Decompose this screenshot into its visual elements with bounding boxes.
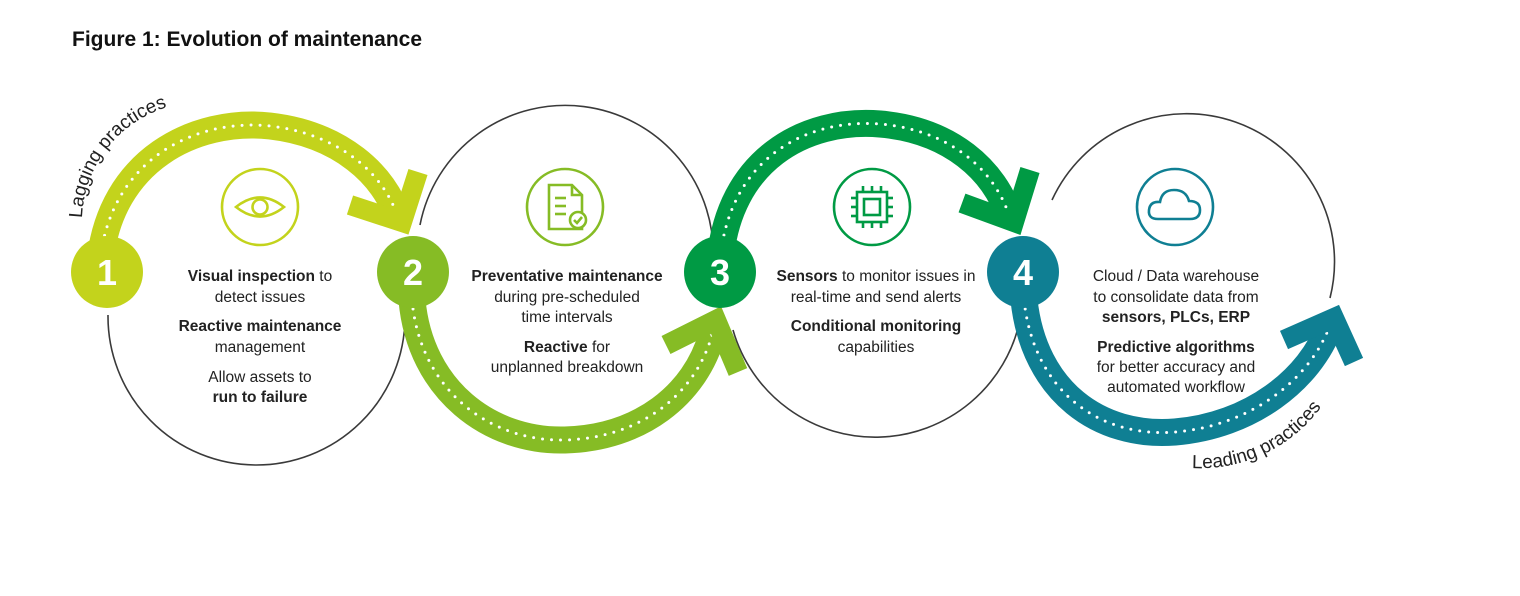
- arrow-stage-4: [1010, 298, 1364, 447]
- stage-4-line-6: automated workflow: [1107, 379, 1246, 396]
- stage-2-line-4-segment-2: for: [588, 339, 610, 356]
- eye-icon: [220, 167, 300, 247]
- stage-number-1: 1: [97, 252, 117, 293]
- stage-1-line-2-segment-1: detect issues: [215, 289, 306, 306]
- stage-2-line-1-segment-1: Preventative maintenance: [471, 268, 663, 285]
- stage-4-line-6-segment-1: automated workflow: [1107, 379, 1246, 396]
- stage-2-line-2: during pre-scheduled: [494, 289, 640, 306]
- stage-1-line-1-segment-1: Visual inspection: [188, 268, 315, 285]
- stage-3-line-2-segment-1: real-time and send alerts: [791, 289, 962, 306]
- stage-4-line-1-segment-1: Cloud / Data warehouse: [1093, 268, 1259, 285]
- stage-number-4: 4: [1013, 252, 1033, 293]
- arrow-stage-3: [706, 109, 1040, 264]
- outline-circle-1: [107, 314, 406, 466]
- stage-2-line-4-segment-1: Reactive: [524, 339, 588, 356]
- stage-1-line-1: Visual inspection to: [188, 268, 332, 285]
- stage-4-line-1: Cloud / Data warehouse: [1093, 268, 1259, 285]
- stage-4-line-3: sensors, PLCs, ERP: [1102, 309, 1250, 326]
- stage-2-line-4: Reactive for: [524, 339, 610, 356]
- stage-1-line-5-segment-1: Allow assets to: [208, 369, 311, 386]
- chip-icon: [832, 167, 912, 247]
- stage-4-line-5-segment-1: for better accuracy and: [1097, 359, 1256, 376]
- stage-1-line-2: detect issues: [215, 289, 306, 306]
- stage-badge-4: 4: [987, 236, 1059, 308]
- stage-1-line-6: run to failure: [213, 389, 308, 406]
- stage-1-line-1-segment-2: to: [315, 268, 332, 285]
- stage-2-line-2-segment-1: during pre-scheduled: [494, 289, 640, 306]
- stage-4-line-2: to consolidate data from: [1093, 289, 1258, 306]
- arrow-stage-2: [398, 298, 748, 454]
- stage-3-line-3: Conditional monitoring: [791, 318, 961, 335]
- stage-badge-3: 3: [684, 236, 756, 308]
- stage-descriptions: Visual inspection to detect issuesReactiv…: [179, 268, 1260, 406]
- stage-1-line-6-segment-1: run to failure: [213, 389, 308, 406]
- stage-number-3: 3: [710, 252, 730, 293]
- stage-3-line-2: real-time and send alerts: [791, 289, 962, 306]
- stage-4-line-4: Predictive algorithms: [1097, 339, 1255, 356]
- stage-badge-1: 1: [71, 236, 143, 308]
- outline-circle-2: [419, 104, 715, 263]
- stage-2-line-3: time intervals: [521, 309, 613, 326]
- cloud-icon: [1135, 167, 1215, 247]
- stage-3-line-1-segment-2: to monitor issues in: [838, 268, 976, 285]
- outline-circle-4: [1051, 112, 1336, 299]
- stage-1-line-5: Allow assets to: [208, 369, 311, 386]
- stage-1-line-3: Reactive maintenance: [179, 318, 342, 335]
- stage-1-line-3-segment-1: Reactive maintenance: [179, 318, 342, 335]
- stage-badge-2: 2: [377, 236, 449, 308]
- stage-3-line-4-segment-1: capabilities: [838, 339, 915, 356]
- stage-1-line-4: management: [215, 339, 306, 356]
- stage-2-line-1: Preventative maintenance: [471, 268, 663, 285]
- stage-3-line-1: Sensors to monitor issues in: [776, 268, 975, 285]
- stage-4-line-4-segment-1: Predictive algorithms: [1097, 339, 1255, 356]
- arrow-stage-1: [86, 111, 428, 264]
- stage-3-line-4: capabilities: [838, 339, 915, 356]
- figure-title: Figure 1: Evolution of maintenance: [72, 28, 423, 51]
- stage-4-line-5: for better accuracy and: [1097, 359, 1256, 376]
- stage-3-line-3-segment-1: Conditional monitoring: [791, 318, 961, 335]
- stage-1-line-4-segment-1: management: [215, 339, 306, 356]
- stage-4-line-2-segment-1: to consolidate data from: [1093, 289, 1258, 306]
- document-check-icon: [525, 167, 605, 247]
- outline-circles: [107, 104, 1336, 466]
- stage-number-2: 2: [403, 252, 423, 293]
- stage-2-line-3-segment-1: time intervals: [521, 309, 613, 326]
- stage-2-line-5: unplanned breakdown: [491, 359, 644, 376]
- stage-3-line-1-segment-1: Sensors: [776, 268, 837, 285]
- outline-circle-3: [732, 319, 1021, 438]
- stage-2-line-5-segment-1: unplanned breakdown: [491, 359, 644, 376]
- stage-4-line-3-segment-1: sensors, PLCs, ERP: [1102, 309, 1250, 326]
